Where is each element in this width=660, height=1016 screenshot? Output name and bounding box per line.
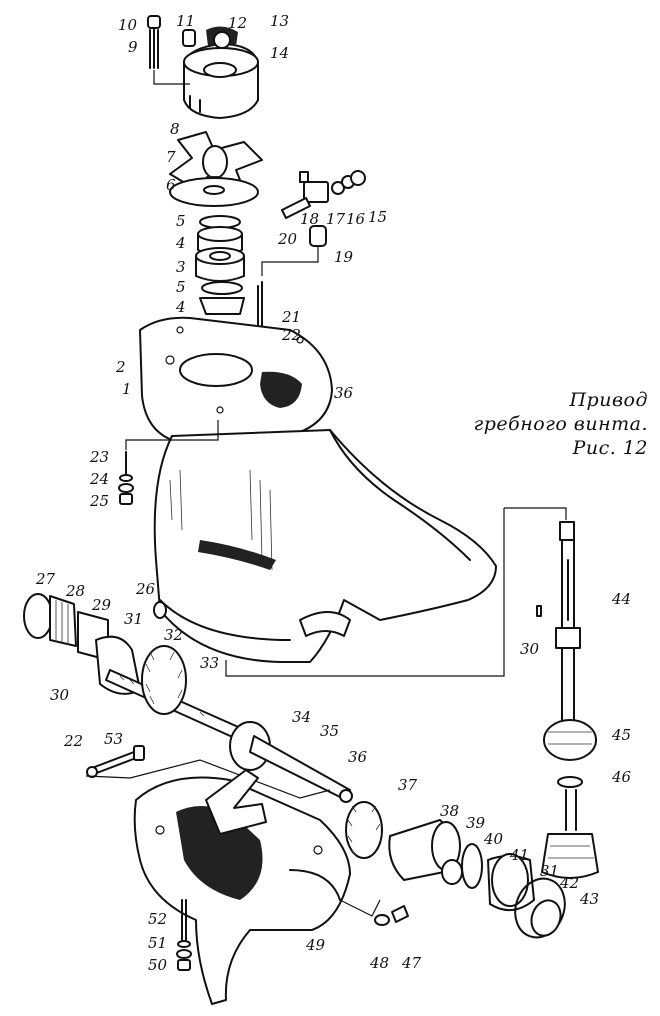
callout-label: 19 (334, 248, 354, 266)
pin-bolt-53 (85, 745, 331, 799)
drive-shaft (225, 507, 599, 879)
callout-label: 30 (520, 640, 540, 658)
callout-labels: 10 9 11 12 13 14 8 7 6 5 4 3 5 4 15 16 1… (35, 12, 632, 974)
callout-label: 28 (65, 582, 85, 600)
callout-label: 8 (170, 120, 180, 138)
figure-caption: Привод гребного винта. Рис. 12 (474, 388, 648, 460)
bearing-stack (195, 215, 245, 315)
callout-label: 38 (440, 802, 459, 820)
callout-label: 17 (326, 210, 346, 228)
callout-label: 21 (281, 308, 301, 326)
caption-line-3: Рис. 12 (572, 437, 648, 459)
callout-label: 30 (50, 686, 70, 704)
callout-label: 4 (175, 298, 186, 316)
callout-label: 11 (176, 12, 195, 30)
callout-label: 32 (164, 626, 183, 644)
callout-label: 5 (176, 212, 186, 230)
callout-label: 42 (559, 874, 579, 892)
callout-label: 47 (401, 954, 422, 972)
pump-plate (169, 177, 259, 207)
callout-label: 2 (115, 358, 126, 376)
callout-label: 29 (91, 596, 112, 614)
callout-label: 12 (228, 14, 247, 32)
callout-label: 26 (135, 580, 156, 598)
screw-47 (374, 905, 409, 926)
rear-gear-set (345, 801, 566, 939)
lower-gearcase (133, 769, 381, 1005)
callout-label: 31 (540, 862, 559, 880)
callout-label: 35 (320, 722, 339, 740)
callout-label: 48 (369, 954, 389, 972)
callout-label: 16 (346, 210, 366, 228)
callout-label: 7 (166, 148, 176, 166)
callout-label: 37 (398, 776, 418, 794)
callout-label: 33 (200, 654, 219, 672)
pump-housing (182, 26, 259, 119)
callout-label: 3 (176, 258, 186, 276)
callout-label: 43 (579, 890, 599, 908)
bolt-23 (118, 420, 219, 505)
callout-label: 51 (148, 934, 167, 952)
callout-label: 22 (63, 732, 83, 750)
bolt-9 (147, 15, 190, 85)
callout-label: 25 (89, 492, 109, 510)
callout-label: 14 (270, 44, 289, 62)
callout-label: 36 (348, 748, 368, 766)
callout-label: 27 (35, 570, 56, 588)
callout-label: 45 (611, 726, 631, 744)
callout-label: 6 (166, 176, 176, 194)
callout-label: 10 (118, 16, 138, 34)
callout-label: 18 (300, 210, 319, 228)
callout-label: 31 (124, 610, 143, 628)
callout-label: 41 (509, 846, 529, 864)
callout-label: 40 (483, 830, 504, 848)
callout-label: 22 (281, 326, 301, 344)
callout-label: 23 (89, 448, 109, 466)
callout-label: 36 (334, 384, 354, 402)
callout-label: 50 (148, 956, 168, 974)
callout-label: 49 (305, 936, 326, 954)
callout-label: 34 (292, 708, 311, 726)
callout-label: 53 (104, 730, 123, 748)
callout-label: 5 (176, 278, 186, 296)
callout-label: 9 (128, 38, 138, 56)
callout-label: 24 (89, 470, 109, 488)
callout-label: 39 (466, 814, 486, 832)
callout-label: 46 (611, 768, 632, 786)
callout-label: 15 (368, 208, 387, 226)
caption-line-1: Привод (569, 389, 648, 411)
callout-label: 4 (175, 234, 186, 252)
callout-label: 44 (611, 590, 631, 608)
upper-gearcase (139, 316, 497, 663)
bolt-52 (176, 899, 192, 971)
callout-label: 1 (122, 380, 132, 398)
callout-label: 20 (277, 230, 298, 248)
propeller-shaft-assembly (23, 593, 353, 803)
callout-label: 13 (270, 12, 289, 30)
callout-label: 52 (148, 910, 167, 928)
caption-line-2: гребного винта. (473, 413, 648, 435)
